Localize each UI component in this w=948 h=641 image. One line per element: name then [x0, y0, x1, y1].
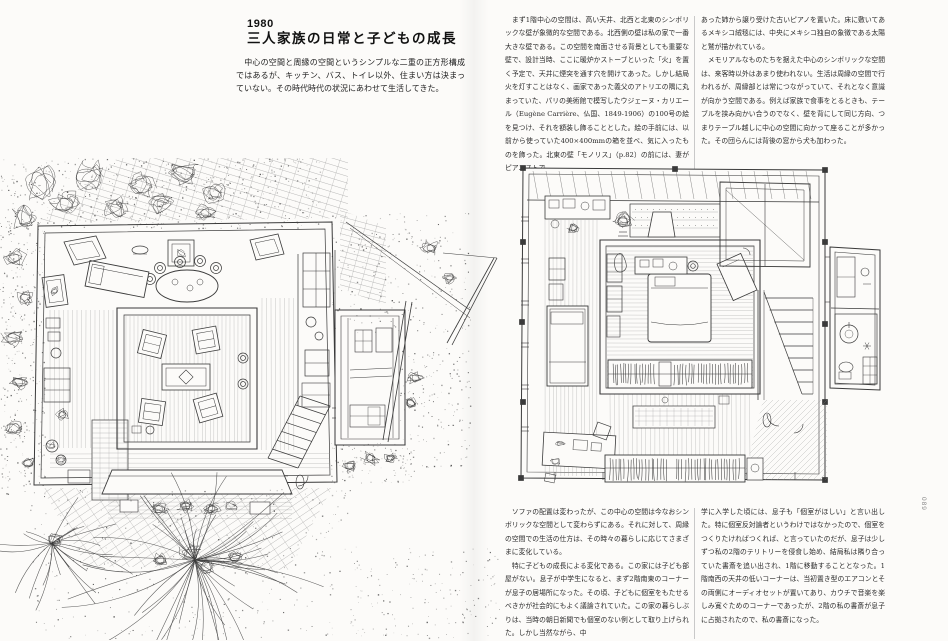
spread-title: 三人家族の日常と子どもの成長 — [247, 27, 457, 47]
paragraph: メモリアルなものたちを据えた中心のシンボリックな空間は、来客時以外はあまり使われ… — [701, 54, 885, 148]
first-floor-plan-drawing — [0, 158, 505, 640]
bathroom-sketch — [825, 247, 880, 390]
annex-sketch — [332, 310, 405, 445]
article-bottom: ソファの配置は変わったが、この中心の空間は今なおシンボリックな空間として変わらず… — [505, 506, 887, 641]
porch-canopy-sketch — [102, 470, 292, 518]
article-top-col2: あった姉から譲り受けた古いピアノを置いた。床に敷いてあるメキシコ絨毯には、中央に… — [701, 14, 885, 175]
article-top-col1: まず1階中心の空間は、高い天井、北西と北東のシンボリックな壁が象徴的な空間である… — [505, 14, 689, 175]
page-right: まず1階中心の空間は、高い天井、北西と北東のシンボリックな壁が象徴的な空間である… — [474, 0, 948, 640]
article-bottom-col1: ソファの配置は変わったが、この中心の空間は今なおシンボリックな空間として変わらず… — [505, 506, 689, 641]
page-left: 1980 三人家族の日常と子どもの成長 中心の空間と周縁の空間というシンプルな二… — [0, 0, 474, 640]
paragraph: まず1階中心の空間は、高い天井、北西と北東のシンボリックな壁が象徴的な空間である… — [505, 14, 689, 175]
column-divider — [694, 508, 695, 639]
column-divider — [694, 16, 695, 173]
intro-paragraph: 中心の空間と周縁の空間というシンプルな二重の正方形構成ではあるが、キッチン、バス… — [236, 56, 465, 95]
paragraph: 特に子どもの成長による変化である。この家には子ども部屋がない。息子が中学生になる… — [505, 560, 689, 641]
article-top: まず1階中心の空間は、高い天井、北西と北東のシンボリックな壁が象徴的な空間である… — [505, 14, 887, 175]
article-bottom-col2: 学に入学した頃には、息子も「個室がほしい」と言い出した。特に個室反対論者というわ… — [701, 506, 885, 641]
paragraph: 学に入学した頃には、息子も「個室がほしい」と言い出した。特に個室反対論者というわ… — [701, 506, 885, 627]
paragraph: ソファの配置は変わったが、この中心の空間は今なおシンボリックな空間として変わらず… — [505, 506, 689, 560]
second-floor-plan-drawing — [515, 162, 895, 494]
page-number: 089 — [920, 497, 927, 511]
paragraph: あった姉から譲り受けた古いピアノを置いた。床に敷いてあるメキシコ絨毯には、中央に… — [701, 14, 885, 54]
